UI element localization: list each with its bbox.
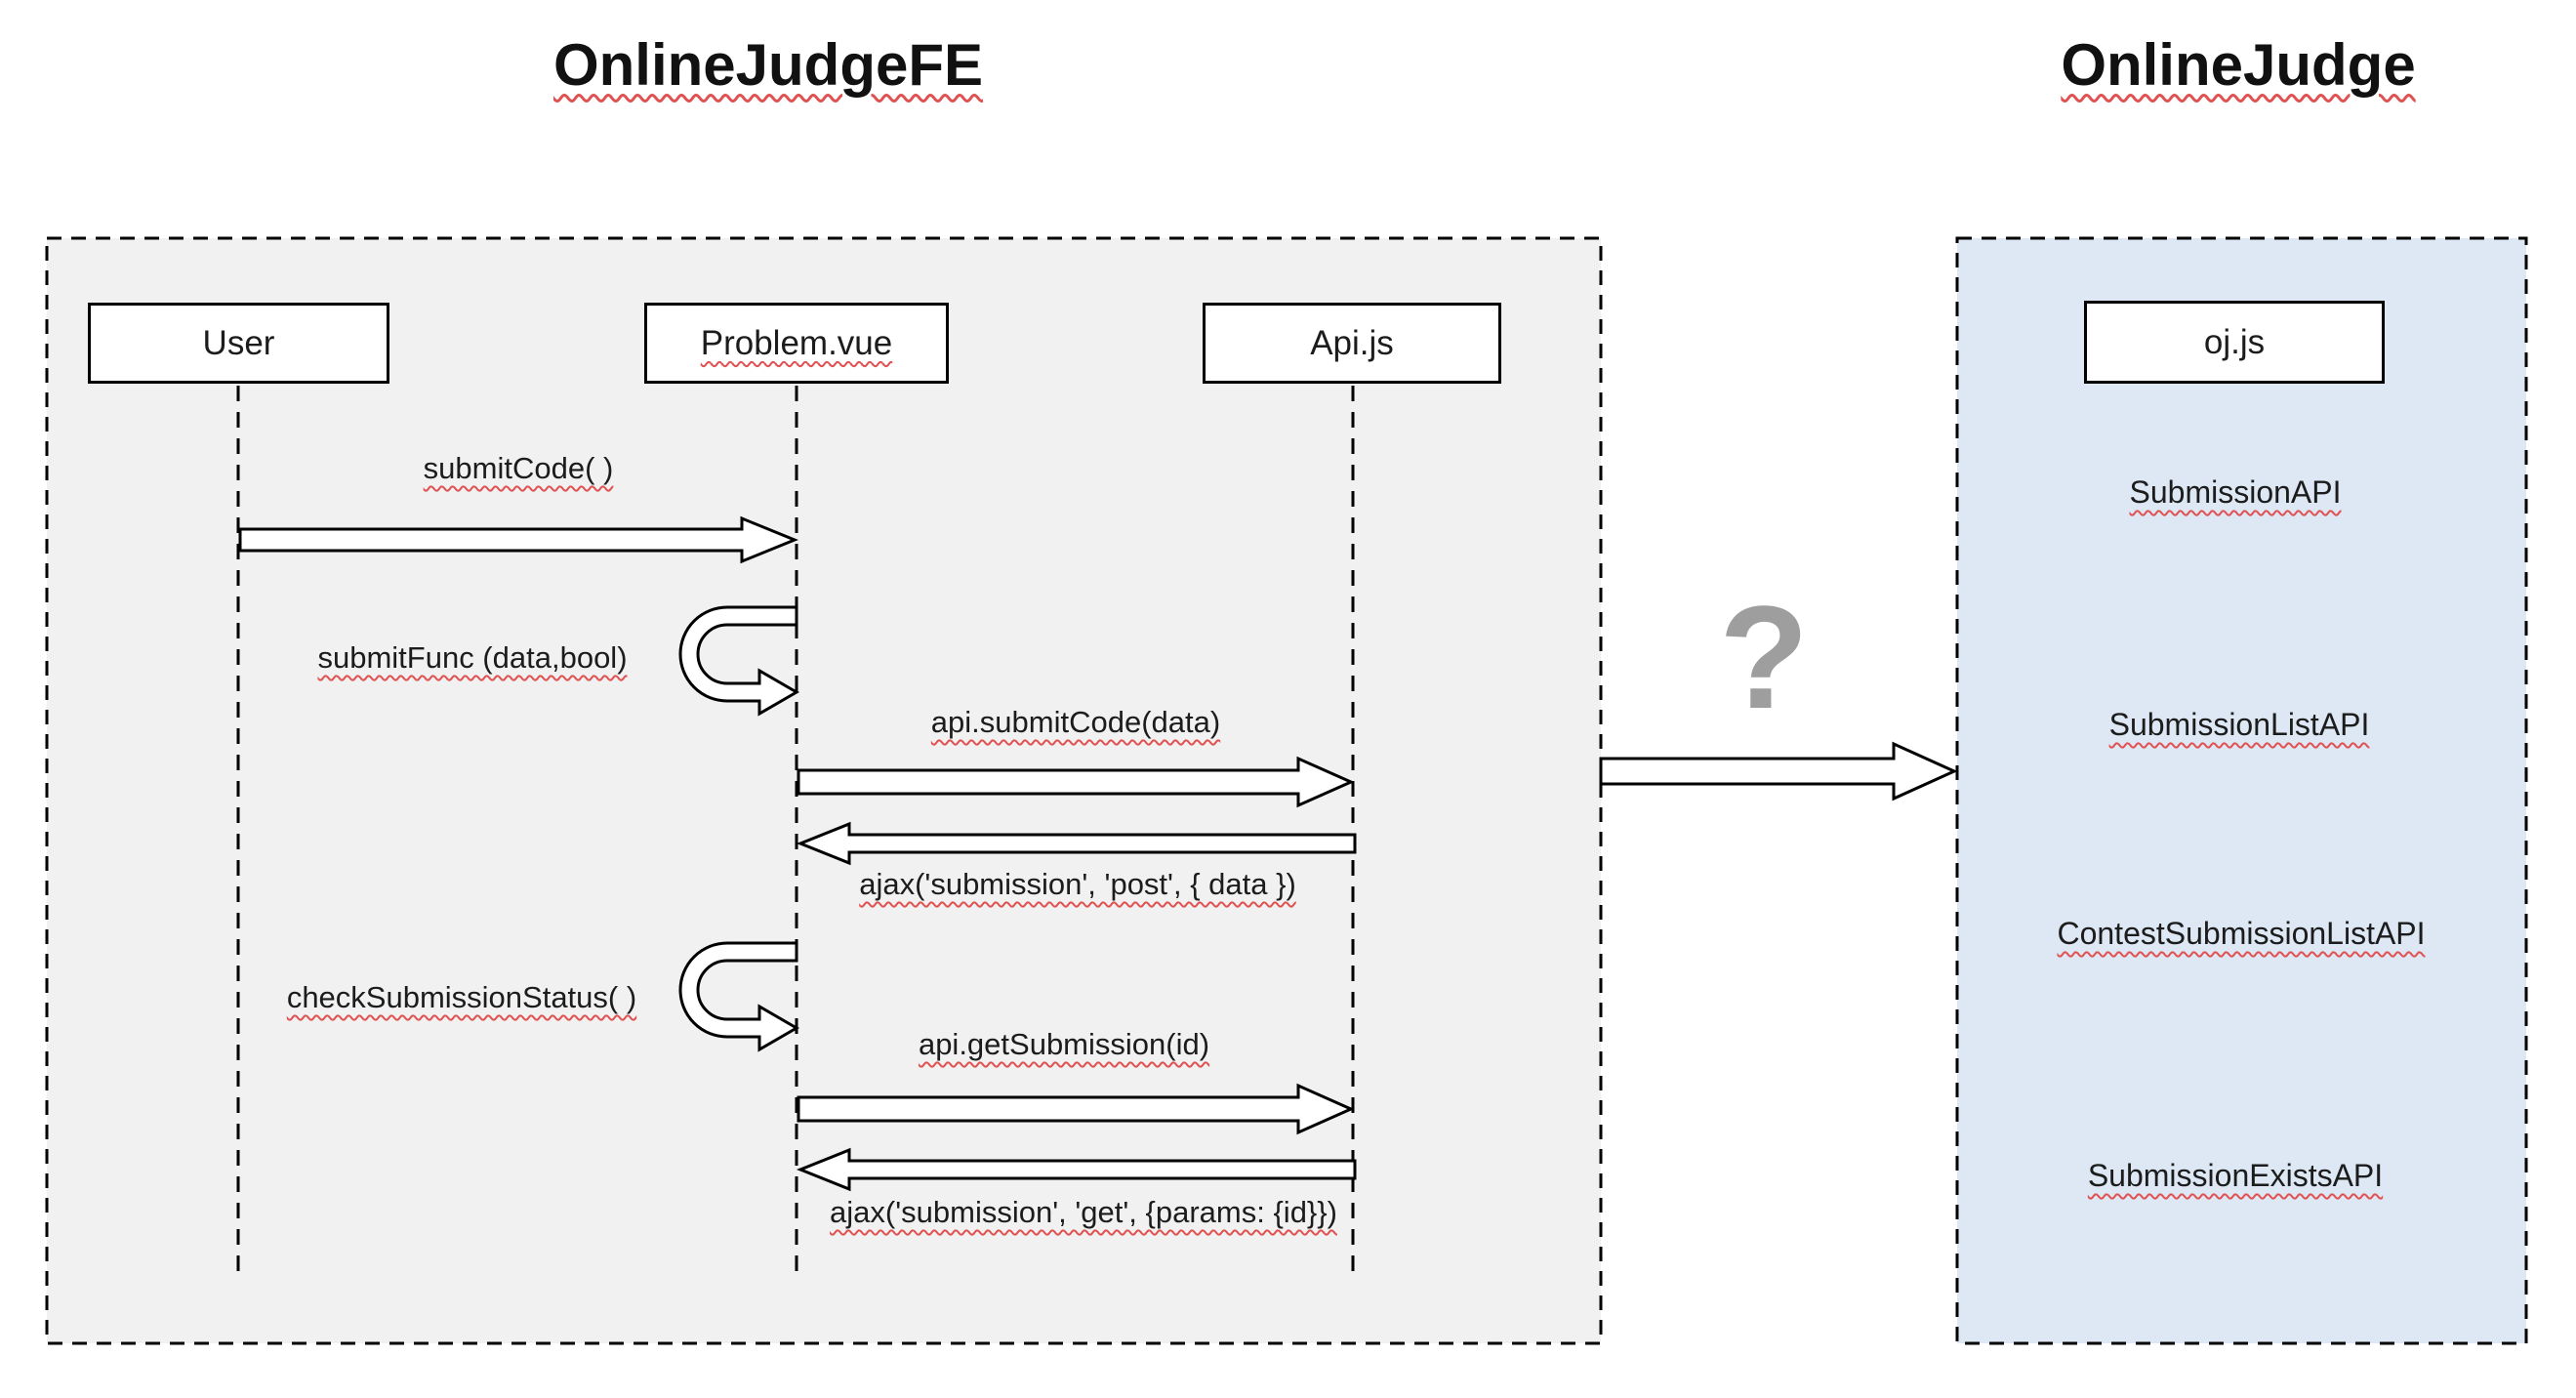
message-api-get-submission: api.getSubmission(id) (918, 1027, 1210, 1061)
actor-user-label: User (202, 323, 275, 362)
actor-api-js: Api.js (1203, 303, 1501, 384)
message-check-submission-status: checkSubmissionStatus( ) (286, 980, 637, 1014)
api-label-submission-list: SubmissionListAPI (2108, 707, 2370, 742)
arrow-api-get-submission (797, 1083, 1355, 1135)
connector-arrow (1599, 741, 1958, 802)
self-loop-check-submission-status (678, 941, 799, 1052)
actor-problem-vue-label: Problem.vue (700, 323, 893, 362)
message-ajax-get: ajax('submission', 'get', {params: {id}}… (830, 1195, 1337, 1229)
actor-api-js-label: Api.js (1310, 323, 1394, 362)
self-loop-submit-func (678, 605, 799, 717)
arrow-ajax-post (796, 821, 1357, 866)
backend-panel (1955, 236, 2528, 1345)
message-api-submit-code: api.submitCode(data) (930, 705, 1221, 739)
title-onlinejudgefe: OnlineJudgeFE (552, 32, 984, 98)
message-submit-func: submitFunc (data,bool) (317, 640, 628, 675)
question-mark: ? (1719, 575, 1809, 739)
actor-oj-js-label: oj.js (2203, 322, 2266, 361)
arrow-ajax-get (796, 1147, 1357, 1192)
arrow-api-submit-code (797, 756, 1355, 808)
api-label-submission: SubmissionAPI (2129, 474, 2342, 510)
actor-problem-vue: Problem.vue (644, 303, 949, 384)
actor-user: User (88, 303, 389, 384)
arrow-submit-code (238, 515, 798, 564)
actor-oj-js: oj.js (2084, 301, 2385, 384)
api-label-submission-exists: SubmissionExistsAPI (2087, 1158, 2384, 1193)
message-ajax-post: ajax('submission', 'post', { data }) (859, 867, 1296, 901)
message-submit-code: submitCode( ) (423, 451, 614, 485)
title-onlinejudge: OnlineJudge (2061, 32, 2416, 98)
api-label-contest-submission-list: ContestSubmissionListAPI (2057, 916, 2426, 951)
